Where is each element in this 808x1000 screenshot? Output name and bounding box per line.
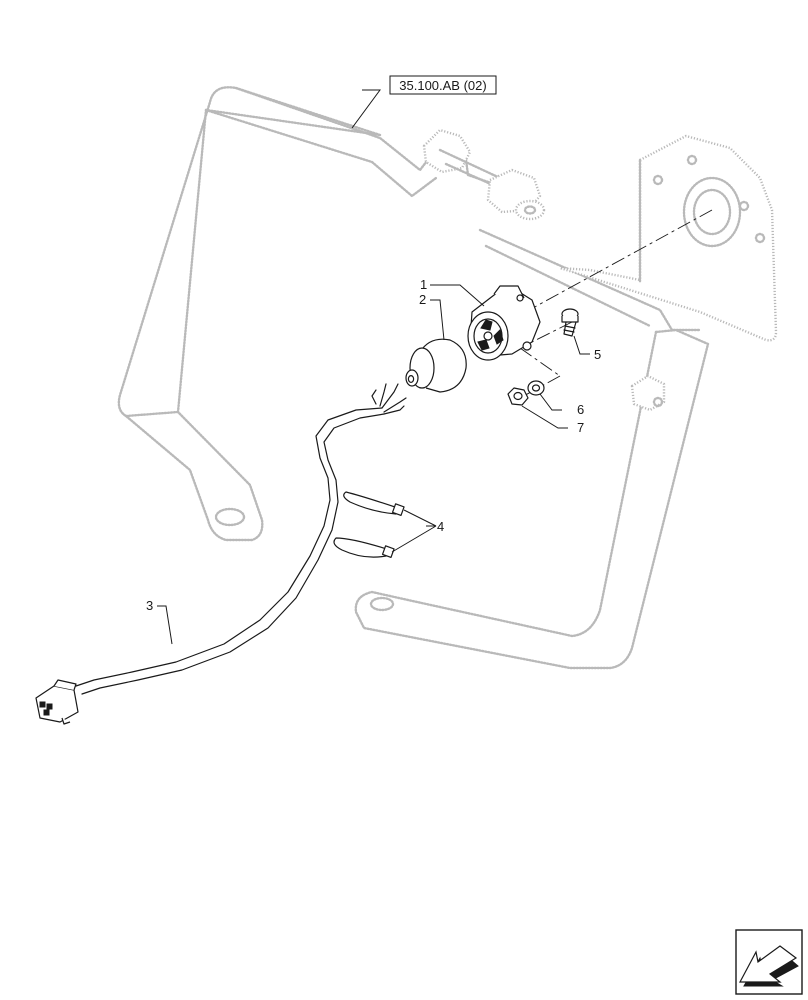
cable-ties bbox=[333, 491, 405, 559]
washer bbox=[527, 380, 545, 396]
rotary-sensor bbox=[467, 285, 541, 361]
screw bbox=[561, 308, 579, 337]
callout-2: 2 bbox=[419, 292, 426, 307]
callout-5: 5 bbox=[594, 347, 601, 362]
reference-label[interactable]: 35.100.AB (02) bbox=[389, 75, 497, 95]
wiring-harness bbox=[35, 383, 407, 725]
leader-lines bbox=[157, 89, 590, 645]
callout-7: 7 bbox=[577, 420, 584, 435]
sensor-cover bbox=[405, 338, 467, 393]
callout-4: 4 bbox=[437, 519, 444, 534]
pedal-frame-ghost bbox=[117, 86, 778, 670]
callout-6: 6 bbox=[577, 402, 584, 417]
callout-numbers: 1 2 3 4 5 6 7 bbox=[146, 277, 601, 613]
callout-3: 3 bbox=[146, 598, 153, 613]
reference-label-text: 35.100.AB (02) bbox=[399, 78, 486, 93]
nut bbox=[507, 387, 529, 406]
arrow-left-down-icon[interactable] bbox=[735, 929, 803, 995]
callout-1: 1 bbox=[420, 277, 427, 292]
